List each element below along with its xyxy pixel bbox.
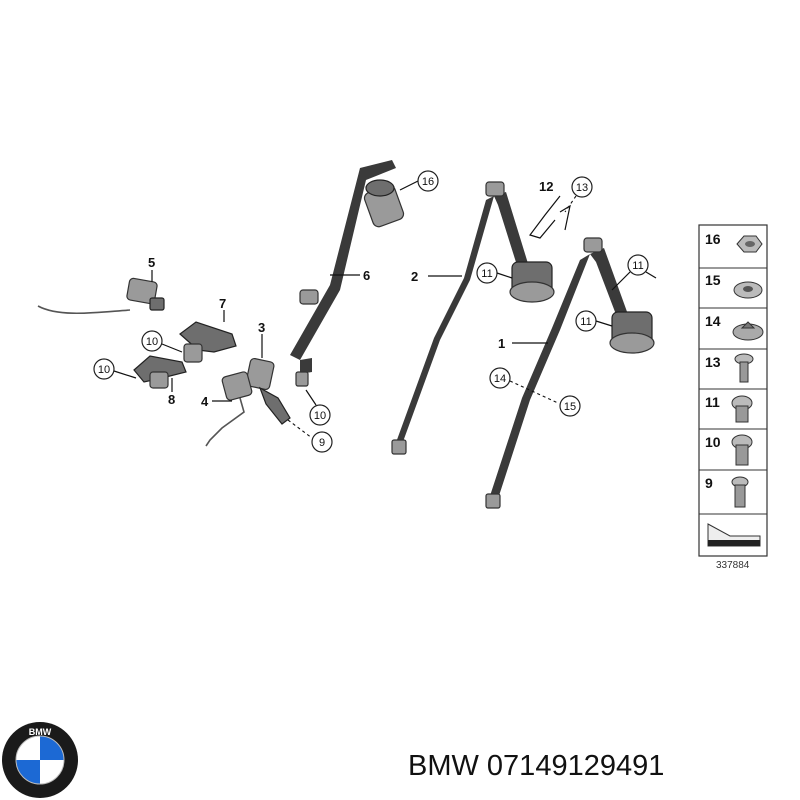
hex-nut-icon <box>736 235 763 253</box>
part-4-buckle-with-wire: 4 9 <box>201 371 333 453</box>
part-12-clip: 12 13 <box>529 176 593 239</box>
direction-arrow-icon <box>707 523 761 547</box>
legend-num-10: 10 <box>705 434 721 450</box>
part-number-label: BMW 07149129491 <box>408 750 664 782</box>
legend-num-13: 13 <box>705 354 721 370</box>
spacer-washer-icon <box>732 321 764 341</box>
washer-icon <box>733 281 763 299</box>
part-2-belt-assembly: 2 11 <box>391 181 555 455</box>
callout-14: 14 <box>494 373 506 385</box>
fastener-legend: 16 15 14 13 11 10 9 <box>698 224 768 571</box>
callout-2: 2 <box>411 269 418 284</box>
bolt-icon <box>731 395 753 423</box>
callout-10-part7: 10 <box>146 336 158 348</box>
callout-11-part2: 11 <box>481 268 492 280</box>
part-8-buckle: 8 10 <box>93 355 187 407</box>
short-screw-icon <box>734 353 754 383</box>
bmw-logo-text: BMW <box>29 727 52 737</box>
legend-num-11: 11 <box>705 394 720 410</box>
callout-11-top: 11 <box>632 260 643 272</box>
part-3-buckle: 3 <box>245 320 291 425</box>
legend-num-16: 16 <box>705 231 721 247</box>
bmw-logo: BMW <box>2 722 78 798</box>
bolt-icon <box>731 476 749 508</box>
bolt-icon <box>731 434 753 466</box>
part-6-belt-assembly: 6 16 10 <box>290 160 439 426</box>
part-5-buckle-with-wire: 5 <box>37 255 165 315</box>
diagram-reference-number: 337884 <box>716 560 750 571</box>
part-1-belt-assembly: 1 11 11 14 15 <box>485 237 657 509</box>
legend-num-15: 15 <box>705 272 721 288</box>
callout-10-part6: 10 <box>314 410 326 422</box>
callout-7: 7 <box>219 296 226 311</box>
callout-5: 5 <box>148 255 155 270</box>
callout-12: 12 <box>539 179 553 194</box>
callout-1: 1 <box>498 336 505 351</box>
callout-3: 3 <box>258 320 265 335</box>
callout-4: 4 <box>201 394 209 409</box>
legend-num-9: 9 <box>705 475 713 491</box>
part-7-buckle: 7 10 <box>141 296 237 363</box>
callout-13: 13 <box>576 182 588 194</box>
callout-15: 15 <box>564 401 576 413</box>
legend-num-14: 14 <box>705 313 721 329</box>
callout-8: 8 <box>168 392 175 407</box>
callout-11-part1: 11 <box>580 316 591 328</box>
callout-16: 16 <box>422 176 434 188</box>
callout-10-part8: 10 <box>98 364 110 376</box>
callout-6: 6 <box>363 268 370 283</box>
callout-9: 9 <box>319 437 325 449</box>
